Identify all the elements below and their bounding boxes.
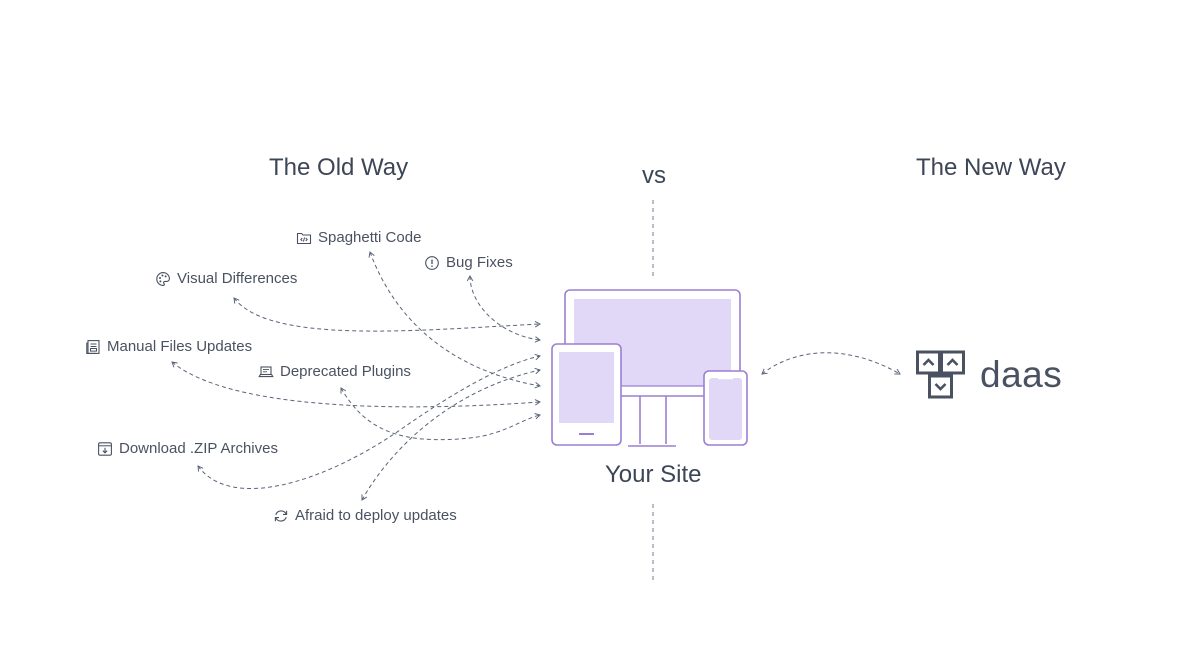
old-item-label: Manual Files Updates: [107, 338, 253, 355]
old-item-label: Afraid to deploy updates: [295, 507, 457, 524]
old-item-spaghetti-code: Spaghetti Code: [296, 229, 421, 246]
code-folder-icon: [296, 232, 312, 244]
connector-spaghetti-code: [368, 251, 541, 389]
old-item-download-zip: Download .ZIP Archives: [97, 440, 278, 457]
old-item-manual-files-updates: Manual Files Updates: [85, 338, 252, 355]
old-item-label: Deprecated Plugins: [280, 363, 411, 380]
old-item-label: Bug Fixes: [446, 254, 513, 271]
old-way-heading: The Old Way: [269, 154, 409, 181]
palette-icon: [156, 271, 170, 286]
connector-afraid-deploy: [361, 367, 541, 501]
archive-download-icon: [98, 441, 112, 456]
connector-daas: [761, 352, 901, 375]
old-item-deprecated-plugins: Deprecated Plugins: [258, 363, 411, 380]
daas-wordmark: daas: [980, 354, 1063, 395]
old-item-label: Visual Differences: [177, 270, 298, 287]
connector-deprecated-plugins: [340, 387, 541, 441]
old-item-afraid-deploy: Afraid to deploy updates: [273, 507, 457, 524]
info-circle-icon: [425, 255, 439, 270]
daas-logo-icon: [916, 350, 965, 399]
connector-bug-fixes: [466, 275, 541, 343]
devices-icon: [551, 289, 748, 447]
vs-heading: vs: [642, 162, 666, 189]
daas-brand: daas: [916, 350, 1062, 400]
old-item-visual-differences: Visual Differences: [155, 270, 297, 287]
old-item-label: Download .ZIP Archives: [119, 440, 278, 457]
your-site-caption: Your Site: [605, 461, 702, 488]
files-icon: [86, 339, 100, 354]
refresh-icon: [274, 509, 288, 522]
old-item-bug-fixes: Bug Fixes: [424, 254, 513, 271]
connector-visual-differences: [233, 297, 541, 332]
new-way-heading: The New Way: [916, 154, 1066, 181]
old-item-label: Spaghetti Code: [318, 229, 422, 246]
laptop-icon: [258, 365, 274, 377]
